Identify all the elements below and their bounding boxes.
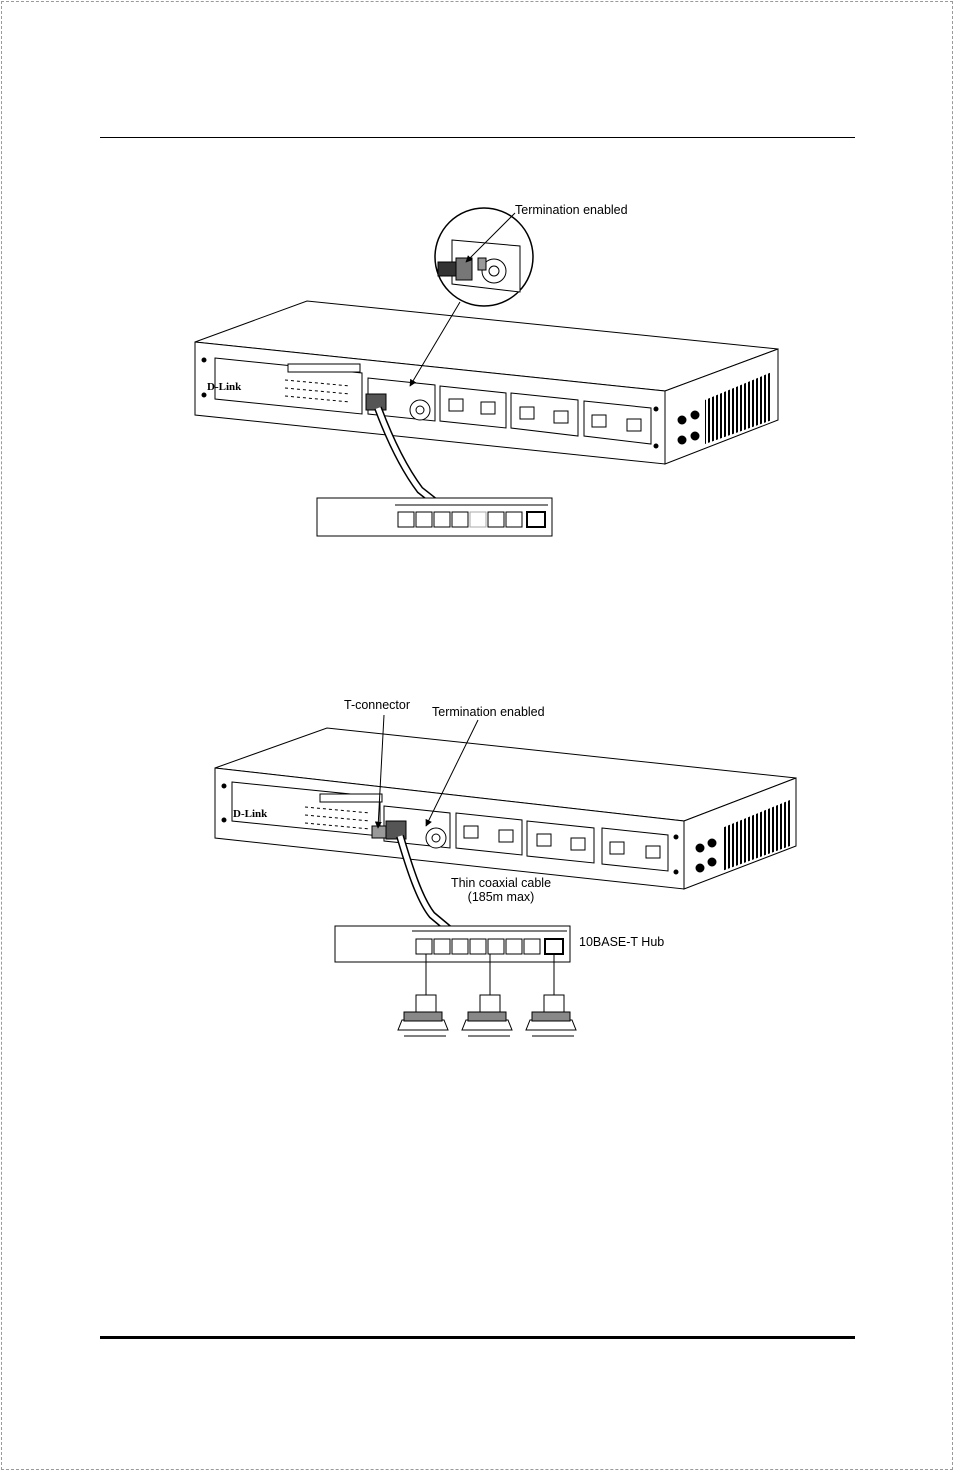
cable-label-line1: Thin coaxial cable bbox=[450, 876, 552, 890]
zoom-arrow bbox=[409, 301, 461, 387]
callout-arrow bbox=[465, 212, 516, 263]
switch-logo: D-Link bbox=[207, 381, 242, 393]
hub bbox=[316, 497, 553, 537]
header-rule bbox=[100, 137, 855, 138]
termination-enabled-label-2: Termination enabled bbox=[432, 705, 545, 719]
termination-enabled-label: Termination enabled bbox=[515, 203, 628, 217]
figure-1-switch-to-hub: D-Link bbox=[194, 207, 779, 537]
switch-chassis bbox=[194, 300, 779, 465]
t-connector-label: T-connector bbox=[344, 698, 411, 712]
footer-rule bbox=[100, 1336, 855, 1339]
zoom-inset bbox=[434, 207, 534, 307]
hub-label: 10BASE-T Hub bbox=[579, 935, 665, 949]
cable-label-line2: (185m max) bbox=[467, 890, 535, 904]
